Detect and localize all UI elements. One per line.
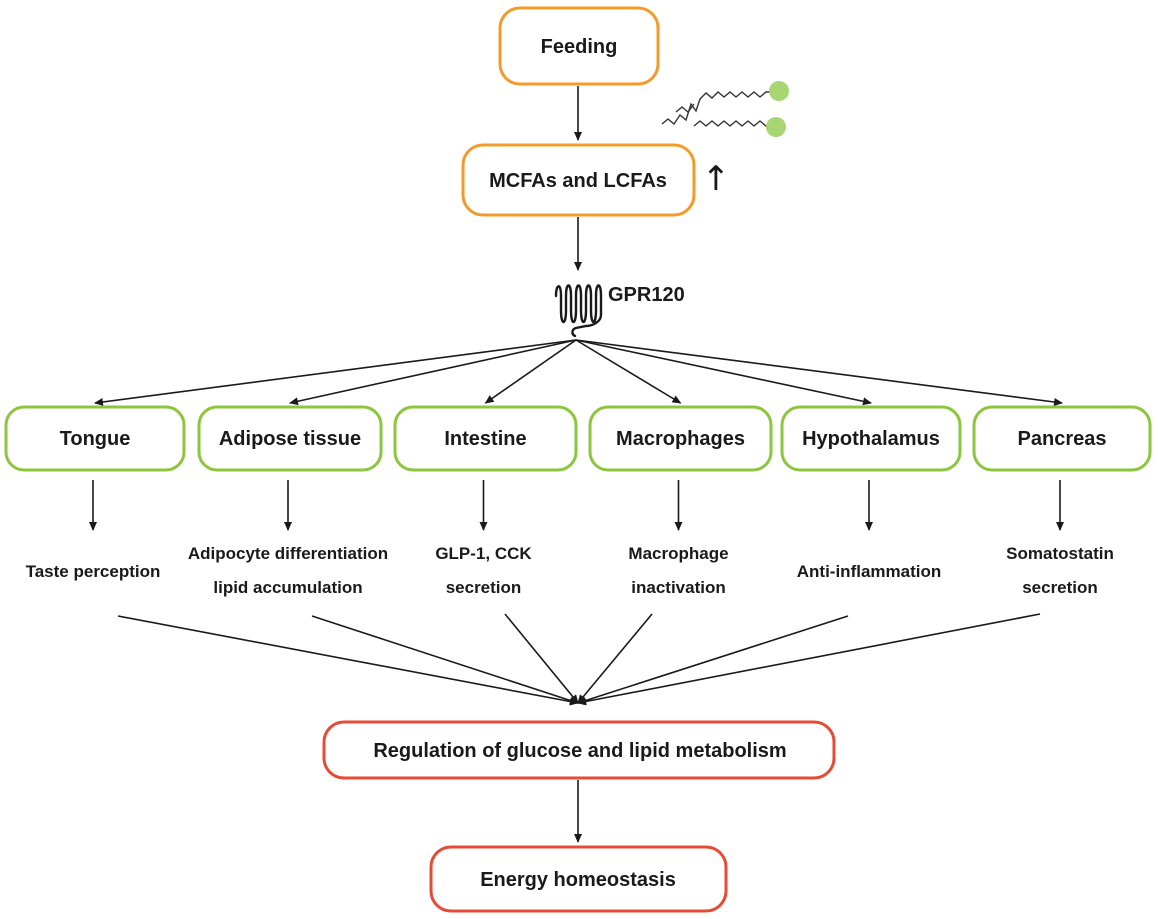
tissue-label-pancreas: Pancreas	[1018, 428, 1107, 450]
tissue-node-macrophages: Macrophages	[588, 405, 773, 472]
effect-text-macrophages: Macrophage	[628, 544, 728, 563]
arrow-receptor-to-pancreas	[575, 339, 1063, 406]
tissue-label-hypothalamus: Hypothalamus	[802, 428, 940, 450]
regulation-label: Regulation of glucose and lipid metaboli…	[373, 740, 786, 762]
tissue-node-hypothalamus: Hypothalamus	[780, 405, 962, 472]
effect-text-tongue: Taste perception	[26, 562, 161, 581]
arrow-adipose-tissue-to-regulation	[311, 615, 579, 705]
homeostasis-label: Energy homeostasis	[480, 869, 676, 891]
arrow-pancreas-to-regulation	[577, 613, 1041, 706]
tissue-node-intestine: Intestine	[393, 405, 578, 472]
effect-text-adipose-tissue: Adipocyte differentiation	[188, 544, 388, 563]
arrow-hypothalamus-to-regulation	[577, 615, 849, 705]
tissue-label-tongue: Tongue	[60, 428, 131, 450]
homeostasis-node: Energy homeostasis	[429, 845, 728, 913]
feeding-node: Feeding	[498, 6, 660, 86]
tissue-label-intestine: Intestine	[444, 428, 526, 450]
effect-text-intestine: secretion	[446, 578, 522, 597]
effect-text-hypothalamus: Anti-inflammation	[797, 562, 942, 581]
effect-text-intestine: GLP-1, CCK	[435, 544, 532, 563]
fatty-acid-molecule-icon	[661, 81, 789, 126]
effect-text-adipose-tissue: lipid accumulation	[213, 578, 362, 597]
arrow-intestine-to-regulation	[504, 613, 579, 704]
gpr120-label: GPR120	[608, 284, 685, 306]
arrow-receptor-to-intestine	[484, 339, 577, 404]
regulation-node: Regulation of glucose and lipid metaboli…	[322, 720, 836, 780]
gpr120-receptor-icon	[554, 284, 603, 338]
effect-text-pancreas: Somatostatin	[1006, 544, 1114, 563]
arrow-receptor-to-tongue	[94, 339, 577, 406]
feeding-label: Feeding	[541, 36, 618, 58]
increase-arrow-icon: ↑	[702, 159, 731, 199]
effect-text-macrophages: inactivation	[631, 578, 725, 597]
effect-text-pancreas: secretion	[1022, 578, 1098, 597]
tissue-node-adipose-tissue: Adipose tissue	[197, 405, 383, 472]
tissue-node-tongue: Tongue	[4, 405, 186, 472]
arrow-tongue-to-regulation	[117, 615, 579, 706]
fatty-acid-molecule-icon	[693, 117, 786, 137]
fatty-acids-label: MCFAs and LCFAs	[489, 170, 667, 192]
arrow-receptor-to-macrophages	[575, 339, 682, 404]
arrow-macrophages-to-regulation	[577, 613, 653, 704]
fatty-acids-node: MCFAs and LCFAs	[461, 143, 696, 217]
tissue-node-pancreas: Pancreas	[972, 405, 1152, 472]
arrow-receptor-to-hypothalamus	[575, 339, 872, 406]
arrow-receptor-to-adipose-tissue	[289, 339, 577, 406]
tissue-label-adipose-tissue: Adipose tissue	[219, 428, 361, 450]
tissue-label-macrophages: Macrophages	[616, 428, 745, 450]
